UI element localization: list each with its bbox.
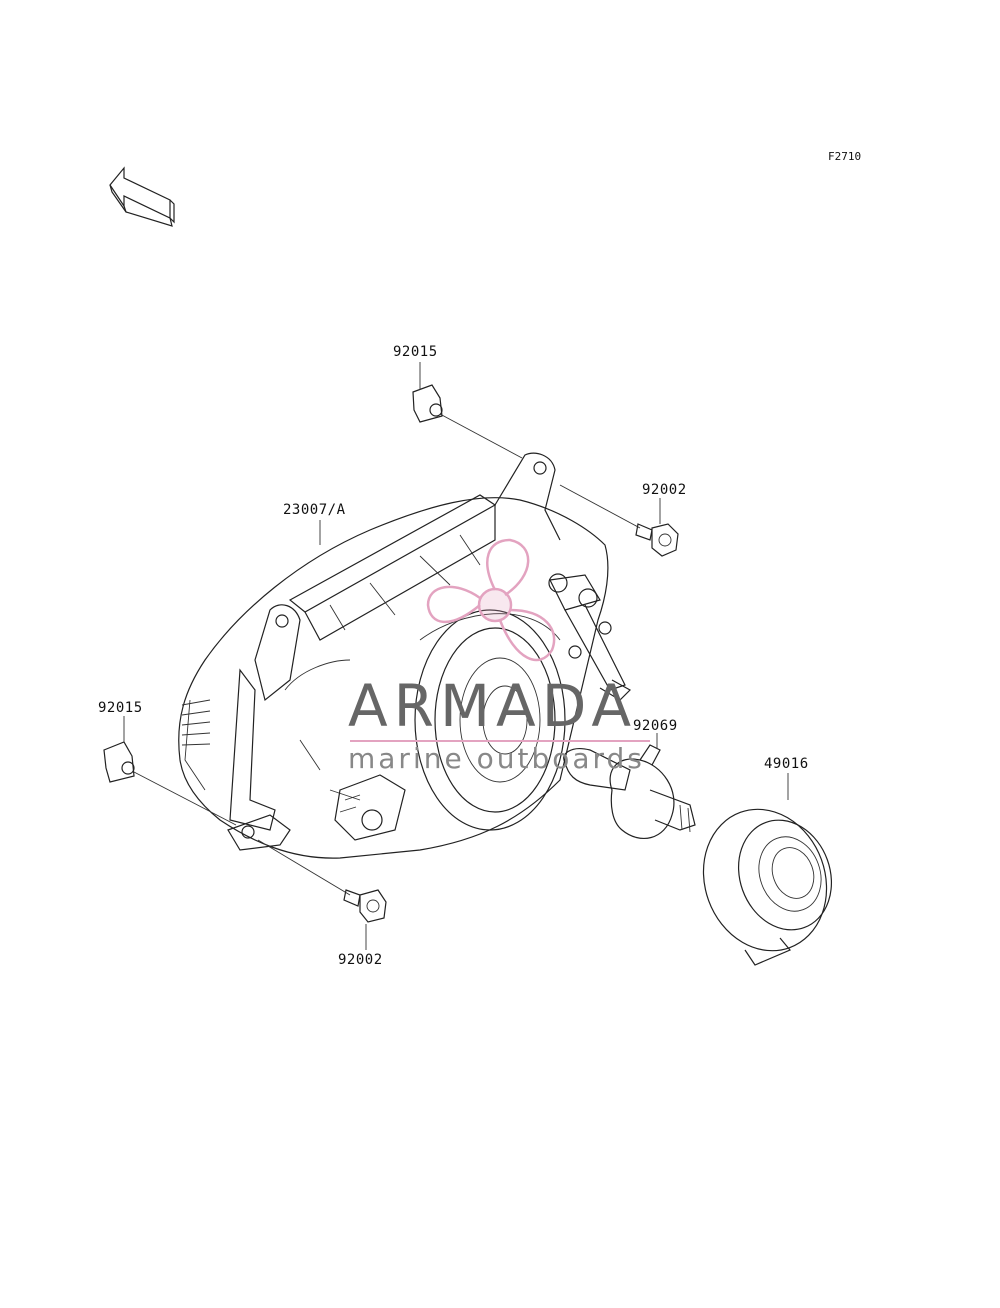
watermark-brand: ARMADA	[348, 672, 638, 740]
watermark-propeller-icon	[426, 538, 556, 662]
leader-lines	[123, 362, 789, 950]
part-label-bolt-top-right: 92002	[642, 482, 687, 498]
headlight-housing	[178, 452, 631, 859]
bolt-top-right	[559, 484, 679, 557]
socket-cover	[702, 808, 833, 966]
bolt-bottom	[257, 839, 387, 923]
part-label-socket-cover: 49016	[764, 756, 809, 772]
part-label-clip-nut-top: 92015	[393, 344, 438, 360]
watermark-tagline: marine outboards	[348, 742, 645, 775]
clip-nut-top	[412, 384, 523, 459]
clip-nut-left	[103, 741, 237, 826]
front-arrow-icon	[109, 166, 175, 227]
watermark-divider	[350, 740, 650, 742]
part-label-headlight-assembly: 23007/A	[283, 502, 346, 518]
part-label-bolt-bottom: 92002	[338, 952, 383, 968]
bulb	[563, 744, 696, 839]
figure-code: F2710	[828, 150, 862, 163]
part-label-clip-nut-left: 92015	[98, 700, 143, 716]
part-label-bulb: 92069	[633, 718, 678, 734]
